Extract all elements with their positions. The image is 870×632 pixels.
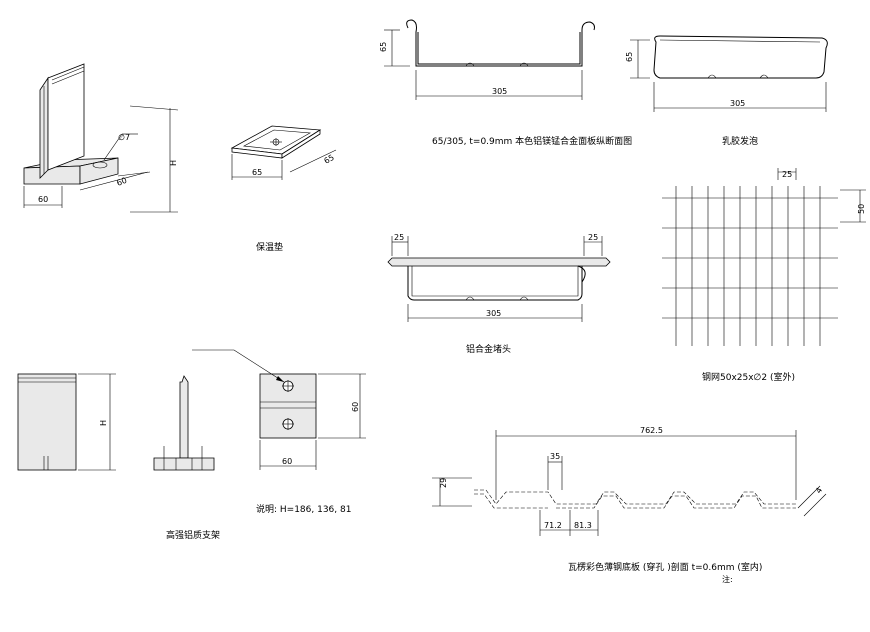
caption-foam-filler: 乳胶发泡 — [722, 135, 758, 147]
dim-60-plan-height: 60 — [351, 402, 360, 412]
insulation-pad — [230, 125, 337, 180]
caption-insulation-pad: 保温垫 — [256, 241, 283, 253]
caption-end-cap: 铝合金堵头 — [466, 343, 511, 355]
dim-65-panel-height: 65 — [379, 42, 388, 52]
dim-65-pad-width: 65 — [252, 168, 262, 177]
steel-mesh — [662, 186, 838, 346]
caption-support: 高强铝质支架 — [166, 529, 220, 541]
support-side-view — [153, 375, 215, 471]
deck-section — [432, 430, 827, 536]
foam-filler — [630, 35, 828, 112]
dim-305-panel: 305 — [492, 87, 507, 96]
caption-deck-section: 瓦楞彩色薄钢底板 (穿孔 )剖面 t=0.6mm (室内) — [568, 561, 762, 573]
dim-81-3-deck: 81.3 — [574, 521, 592, 530]
caption-panel-section: 65/305, t=0.9mm 本色铝镁锰合金面板纵断面图 — [432, 135, 632, 147]
dim-h-support: H — [99, 420, 108, 426]
support-plan-view — [192, 349, 366, 470]
dim-60-plan-width: 60 — [282, 457, 292, 466]
dim-25-mesh: 25 — [782, 170, 792, 179]
dim-60-bracket-width: 60 — [38, 195, 48, 204]
dim-4-deck: 4 — [814, 486, 824, 495]
support-front-view — [17, 373, 116, 471]
dim-35-deck: 35 — [550, 452, 560, 461]
deck-note: 注: — [722, 574, 733, 584]
support-note: 说明: H=186, 136, 81 — [256, 503, 351, 515]
dim-60-bracket-depth: 60 — [115, 176, 128, 188]
panel-section — [384, 19, 595, 100]
dim-65-foam-height: 65 — [625, 52, 634, 62]
caption-steel-mesh: 钢网50x25x∅2 (室外) — [702, 371, 795, 383]
dim-65-pad-depth: 65 — [323, 153, 336, 166]
dim-29-deck: 29 — [439, 478, 448, 488]
bracket-isometric — [23, 63, 179, 213]
dim-71-2-deck: 71.2 — [544, 521, 562, 530]
dim-25-endcap-left: 25 — [394, 233, 404, 242]
dim-305-endcap: 305 — [486, 309, 501, 318]
dim-25-endcap-right: 25 — [588, 233, 598, 242]
end-cap — [387, 236, 611, 322]
dim-phi7: ∅7 — [118, 133, 130, 142]
dim-h-bracket: H — [169, 160, 178, 166]
dim-762-5-deck: 762.5 — [640, 426, 663, 435]
dim-305-foam: 305 — [730, 99, 745, 108]
dim-50-mesh: 50 — [857, 204, 866, 214]
